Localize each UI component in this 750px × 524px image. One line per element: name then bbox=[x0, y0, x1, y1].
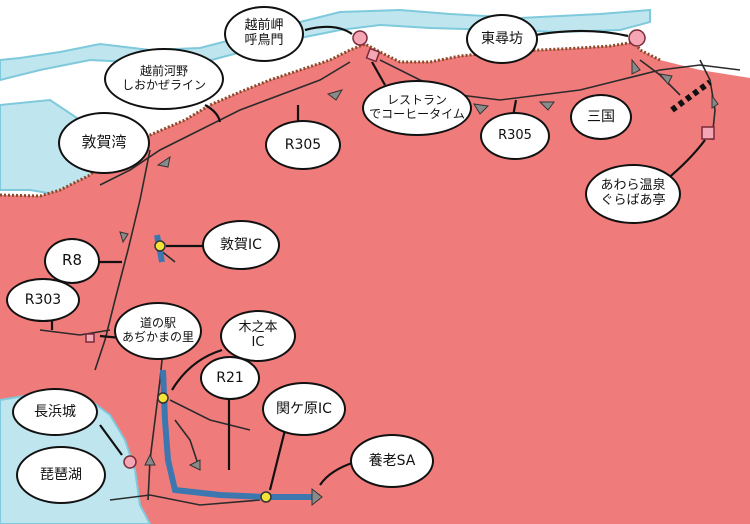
label-r303: R303 bbox=[6, 278, 80, 322]
awara-marker bbox=[701, 126, 715, 140]
label-mikuni: 三国 bbox=[570, 94, 632, 140]
label-tsuruga-bay: 敦賀湾 bbox=[58, 112, 150, 174]
label-r305-b: R305 bbox=[480, 112, 550, 160]
tojinbo-marker bbox=[628, 29, 646, 47]
direction-arrows bbox=[119, 58, 719, 507]
label-tsuruga-ic: 敦賀IC bbox=[202, 220, 280, 270]
label-kinomoto-ic: 木之本 IC bbox=[220, 310, 296, 362]
label-yoro-sa: 養老SA bbox=[350, 434, 434, 488]
label-awara: あわら温泉 ぐらばあ亭 bbox=[585, 164, 681, 224]
label-nagahama: 長浜城 bbox=[12, 388, 98, 436]
sekigahara-ic-marker bbox=[260, 491, 272, 503]
label-sekigahara-ic: 関ケ原IC bbox=[262, 382, 346, 436]
label-tojinbo: 東尋坊 bbox=[466, 14, 538, 64]
coastline bbox=[0, 40, 661, 198]
label-michinoeki: 道の駅 あぢかまの里 bbox=[114, 302, 202, 360]
label-echizen-kochi: 越前岬 呼鳥門 bbox=[224, 6, 304, 62]
land-area bbox=[0, 42, 750, 524]
label-restaurant: レストラン でコーヒータイム bbox=[362, 80, 472, 136]
restaurant-marker bbox=[365, 47, 381, 63]
roads bbox=[39, 59, 741, 506]
kinomoto-ic-marker bbox=[157, 392, 169, 404]
label-r305-a: R305 bbox=[265, 120, 341, 170]
label-r8: R8 bbox=[44, 238, 100, 284]
label-biwako: 琵琶湖 bbox=[16, 446, 106, 504]
echizen-kochi-marker bbox=[352, 30, 368, 46]
label-r21: R21 bbox=[200, 356, 260, 400]
nagahama-marker bbox=[123, 455, 137, 469]
tsuruga-ic-marker bbox=[154, 240, 166, 252]
michinoeki-marker bbox=[85, 333, 95, 343]
label-echizen-kawano: 越前河野 しおかぜライン bbox=[104, 48, 224, 110]
rail-line bbox=[670, 79, 712, 113]
